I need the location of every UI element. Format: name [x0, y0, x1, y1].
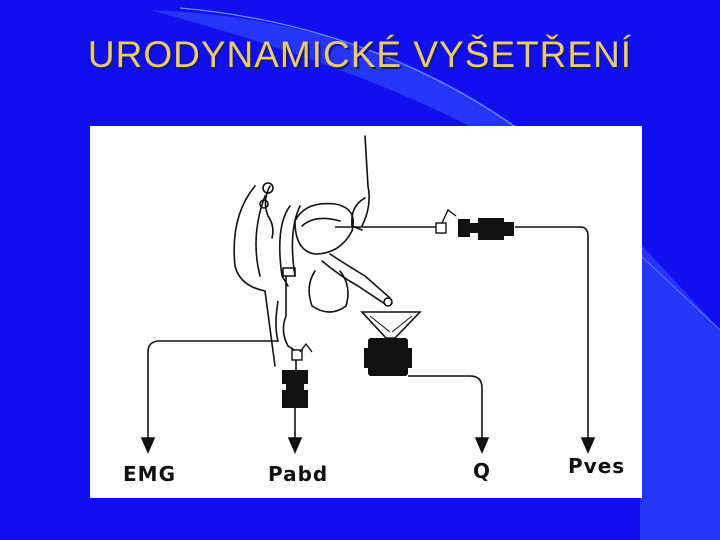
diagram-drawing: [140, 135, 596, 455]
body-outline-back-inner: [255, 195, 266, 277]
meatus-tip: [383, 297, 393, 307]
label-q: Q: [473, 459, 492, 483]
vertebra-marker: [259, 199, 269, 209]
urethra-outline: [329, 253, 391, 299]
slide-title: URODYNAMICKÉ VYŠETŘENÍ: [87, 34, 633, 75]
urethra-outline-lower: [321, 260, 386, 305]
abdomen-outline: [361, 135, 370, 227]
coccyx-outline: [264, 185, 274, 239]
rectum-outline: [278, 205, 291, 287]
pves-line: [515, 226, 589, 438]
urodynamic-diagram: EMG Pabd Q Pves: [90, 126, 642, 498]
label-emg: EMG: [123, 462, 176, 486]
pves-arrow: [580, 437, 596, 455]
abdominal-catheter: [282, 275, 297, 352]
vertebra-marker: [262, 182, 274, 194]
scrotum-outline: [308, 270, 349, 313]
pabd-transducer: [282, 342, 313, 408]
label-pves: Pves: [568, 454, 626, 478]
bladder-outline: [294, 202, 354, 255]
q-line: [408, 375, 483, 438]
emg-arrow: [140, 437, 156, 455]
catheter-connector: [282, 267, 296, 277]
pves-transducer: [435, 208, 514, 240]
body-outline-back: [233, 185, 276, 367]
label-pabd: Pabd: [268, 462, 329, 486]
emg-line: [147, 300, 280, 438]
bladder-inner: [301, 217, 341, 227]
flowmeter: [360, 311, 422, 376]
pubic-outline: [350, 197, 366, 231]
q-arrow: [474, 437, 490, 455]
pabd-arrow: [287, 437, 303, 455]
